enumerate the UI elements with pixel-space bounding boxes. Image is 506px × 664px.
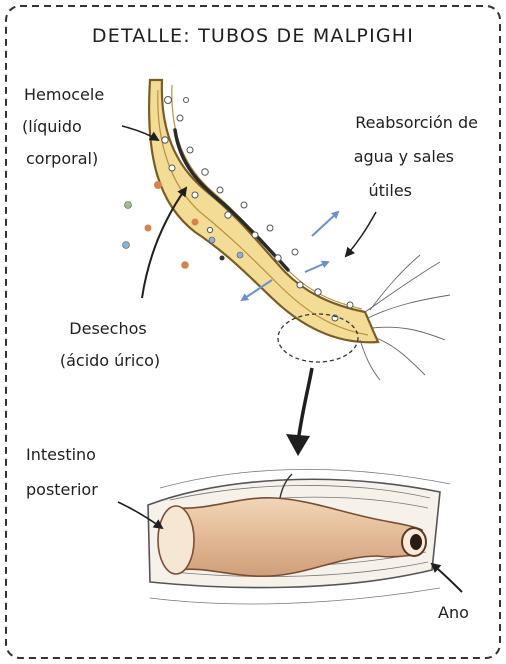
label-intestino-1: Intestino [26, 445, 96, 464]
label-desechos-1: Desechos [69, 319, 146, 338]
label-desechos-2: (ácido úrico) [60, 351, 160, 370]
zoom-down-arrowhead [286, 434, 310, 456]
label-reabsorcion-2: agua y sales [354, 147, 454, 166]
label-hemocele-1: Hemocele [24, 85, 104, 104]
tubule-body [149, 80, 378, 342]
label-reabsorcion-3: útiles [369, 181, 412, 200]
label-hemocele-3: corporal) [26, 149, 98, 168]
tubule-attachment-fibers [360, 255, 450, 380]
diagram-title: DETALLE: TUBOS DE MALPIGHI [92, 25, 414, 47]
ano-pointer-arrow [432, 564, 462, 592]
label-ano: Ano [438, 603, 469, 622]
label-hemocele-2: (líquido [22, 117, 82, 136]
anus-lumen [410, 534, 422, 550]
label-intestino-2: posterior [26, 480, 98, 499]
zoom-down-arrow [298, 368, 312, 442]
label-reabsorcion-1: Reabsorción de [355, 113, 478, 132]
hindgut [148, 469, 450, 604]
reabsorcion-pointer-arrow [346, 212, 376, 256]
hindgut-left-opening [158, 506, 194, 574]
